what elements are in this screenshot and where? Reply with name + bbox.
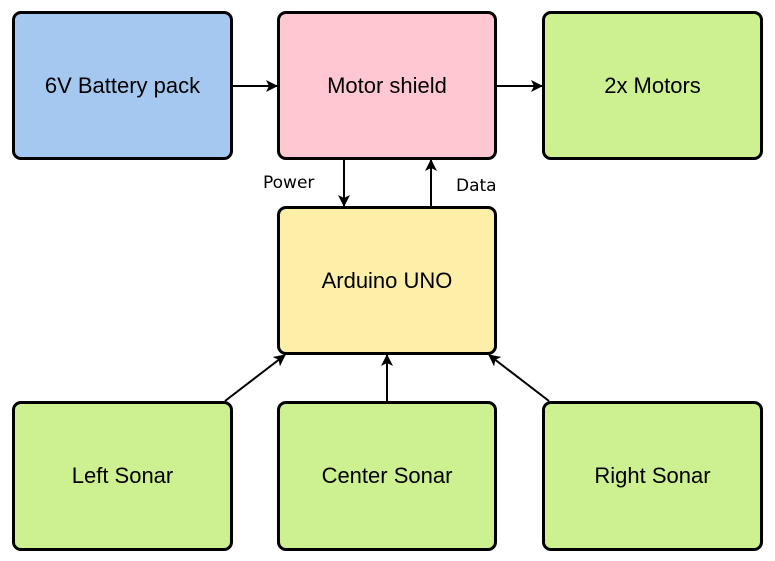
left-sonar-label: Left Sonar	[71, 463, 174, 488]
motors-node: 2x Motors	[542, 11, 763, 160]
motor-shield-label: Motor shield	[327, 72, 447, 98]
center-sonar-node: Center Sonar	[277, 401, 497, 551]
arrow-right-sonar-to-arduino	[488, 354, 550, 402]
battery-pack-node: 6V Battery pack	[12, 11, 233, 160]
motors-label: 2x Motors	[604, 72, 701, 98]
battery-pack-label: 6V Battery pack	[44, 72, 201, 98]
power-edge-label: Power	[263, 173, 315, 193]
arrow-left-sonar-to-arduino	[224, 354, 286, 402]
left-sonar-node: Left Sonar	[12, 401, 233, 551]
data-edge-label: Data	[456, 176, 497, 196]
motor-shield-node: Motor shield	[277, 11, 497, 160]
right-sonar-node: Right Sonar	[542, 401, 763, 551]
right-sonar-label: Right Sonar	[594, 463, 711, 488]
center-sonar-label: Center Sonar	[321, 463, 453, 488]
arduino-uno-label: Arduino UNO	[321, 267, 453, 293]
arduino-uno-node: Arduino UNO	[277, 206, 497, 355]
